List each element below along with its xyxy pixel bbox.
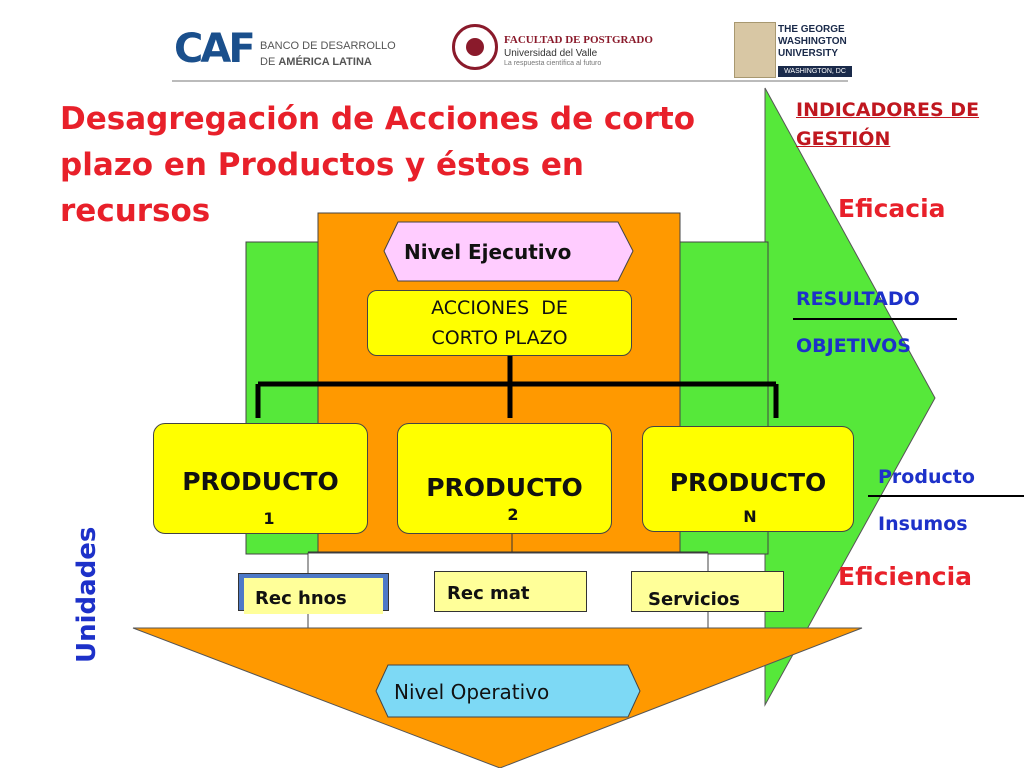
resource-label-rec-hnos: Rec hnos [255,587,347,609]
eficiencia-label: Eficiencia [838,562,973,591]
nivel-operativo-shape [375,664,641,718]
gwu-line4: WASHINGTON, DC [778,66,852,77]
product-num-n: N [743,506,757,526]
connector-tree [255,356,779,418]
product-num-2: 2 [507,504,519,524]
nivel-ejecutivo-shape [383,221,634,282]
indicators-heading: INDICADORES DE GESTIÓN [796,96,1016,154]
logo-underline [172,80,848,82]
acciones-line2: CORTO PLAZO [431,327,568,349]
product-name-n: PRODUCTO [669,467,827,497]
nivel-ejecutivo-text: Nivel Ejecutivo [404,240,572,264]
uv-logo: FACULTAD DE POSTGRADO Universidad del Va… [452,24,677,76]
resource-rec-mat: Rec mat [434,571,587,612]
resource-label-rec-mat: Rec mat [447,582,530,604]
gwu-line2: WASHINGTON [778,36,847,47]
title-line2: plazo en Productos y éstos en recursos [60,147,584,229]
product-box-2: PRODUCTO 2 [397,423,612,534]
resultado-label: RESULTADO [796,288,920,310]
insumos-label: Insumos [878,513,968,535]
product-box-n: PRODUCTO N [642,426,854,532]
slide-title: Desagregación de Acciones de corto plazo… [60,96,740,234]
acciones-line1: ACCIONES DE [431,297,568,319]
product-num-1: 1 [263,508,275,528]
product-box-1: PRODUCTO 1 [153,423,368,534]
caf-line2-bold: AMÉRICA LATINA [278,56,372,68]
gwu-line1: THE GEORGE [778,24,845,35]
resource-rec-hnos: Rec hnos [238,573,389,614]
eficacia-label: Eficacia [838,194,946,223]
objetivos-label: OBJETIVOS [796,335,911,357]
caf-line1: BANCO DE DESARROLLO [260,40,396,52]
product-name-2: PRODUCTO [426,472,583,502]
unidades-label: Unidades [72,526,102,663]
caf-logo: CAF BANCO DE DESARROLLO DE AMÉRICA LATIN… [174,26,404,76]
gwu-portrait-icon [734,22,776,78]
producto-label: Producto [878,466,975,488]
uv-line3: La respuesta científica al futuro [504,60,602,67]
uv-line2: Universidad del Valle [504,48,598,59]
caf-line2: DE AMÉRICA LATINA [260,56,372,68]
resource-connectors [308,534,708,553]
caf-mark: CAF [174,26,256,72]
uv-seal-icon [452,24,498,70]
green-arrow-shape [764,87,936,707]
nivel-operativo-text: Nivel Operativo [394,680,550,704]
resource-label-servicios: Servicios [648,588,740,610]
product-name-1: PRODUCTO [182,466,339,496]
indicators-line1: INDICADORES DE [796,99,980,121]
uv-line1: FACULTAD DE POSTGRADO [504,34,653,46]
gwu-line3: UNIVERSITY [778,48,839,59]
acciones-box: ACCIONES DE CORTO PLAZO [367,290,632,356]
title-line1: Desagregación de Acciones de corto [60,101,696,137]
resource-servicios: Servicios [631,571,784,612]
indicators-line2: GESTIÓN [796,128,891,150]
gwu-logo: THE GEORGE WASHINGTON UNIVERSITY WASHING… [734,22,852,78]
caf-line2-prefix: DE [260,56,279,68]
